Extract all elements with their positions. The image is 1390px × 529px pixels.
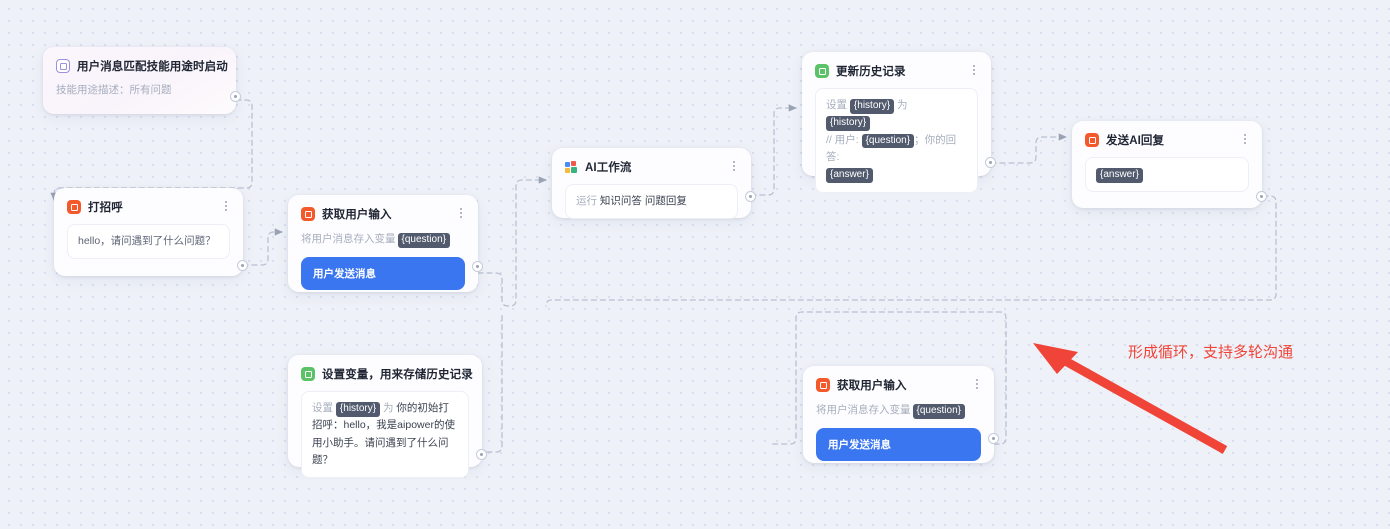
document-outline-icon [56,59,70,73]
node-send-ai-reply-title: 发送AI回复 [1106,135,1165,147]
edge-greeting-to-getinput1 [242,228,283,266]
edge-getinput1-to-aiflow [477,176,547,307]
node-trigger[interactable]: 用户消息匹配技能用途时启动 技能用途描述：所有问题 [43,47,241,114]
node-set-variable[interactable]: 设置变量，用来存储历史记录 设置 {history} 为 你的初始打招呼：hel… [288,355,487,479]
node-ai-workflow-menu-icon[interactable] [728,159,740,173]
uh-line1-suffix: 为 [896,99,908,111]
edge-updatehistory-to-sendreply [990,133,1067,164]
node-update-history-title: 更新历史记录 [836,66,906,78]
node-ai-workflow-header: AI工作流 [552,148,751,175]
node-greeting-body: hello，请问遇到了什么问题？ [54,215,243,260]
node-send-ai-reply-header: 发送AI回复 [1072,121,1262,148]
node-trigger-output-port[interactable] [230,91,241,102]
question-variable-tag: {question} [912,404,965,419]
node-get-user-input-1-title: 获取用户输入 [322,209,392,221]
node-greeting-output-port[interactable] [237,260,248,271]
node-trigger-body: 技能用途描述：所有问题 [43,74,236,99]
node-ai-workflow-run[interactable]: 运行 知识问答 问题回复 [565,184,738,220]
node-update-history-header: 更新历史记录 [802,52,991,79]
node-get-user-input-2[interactable]: 获取用户输入 将用户消息存入变量{question} 用户发送消息 [803,366,999,463]
variable-icon [301,367,315,381]
variable-icon [815,64,829,78]
history-variable-tag-2: {history} [826,116,871,131]
node-trigger-title: 用户消息匹配技能用途时启动 [77,61,228,73]
message-square-icon [1085,133,1099,147]
node-greeting-header: 打招呼 [54,188,243,215]
node-set-variable-header: 设置变量，用来存储历史记录 [288,355,482,382]
node-ai-workflow-body: 运行 知识问答 问题回复 [552,175,751,220]
set-value: 你的初始打招呼：hello，我是aipower的使用小助手。请问遇到了什么问题？ [312,402,455,466]
node-get-user-input-2-output-port[interactable] [988,433,999,444]
annotation-text: 形成循环，支持多轮沟通 [1128,343,1294,361]
question-variable-tag: {question} [397,233,450,248]
node-ai-workflow[interactable]: AI工作流 运行 知识问答 问题回复 [552,148,756,220]
node-set-variable-output-port[interactable] [476,449,487,460]
uh-line3-prefix: // 用户: [826,133,859,146]
input-icon [816,378,830,392]
run-workflow-name: 知识问答 问题回复 [599,195,687,207]
message-square-icon [67,200,81,214]
node-update-history-expression[interactable]: 设置 {history} 为 {history} // 用户: {questio… [815,88,978,193]
node-trigger-subtitle: 技能用途描述：所有问题 [56,84,172,96]
node-greeting-message[interactable]: hello，请问遇到了什么问题？ [67,224,230,260]
node-get-user-input-2-header: 获取用户输入 [803,366,994,393]
answer-variable-tag: {answer} [826,168,873,183]
node-get-user-input-2-body: 将用户消息存入变量{question} 用户发送消息 [803,393,994,461]
input-icon [301,207,315,221]
node-get-user-input-1-hint: 将用户消息存入变量{question} [301,231,465,250]
node-set-variable-expression[interactable]: 设置 {history} 为 你的初始打招呼：hello，我是aipower的使… [301,391,469,479]
node-get-user-input-1-output-port[interactable] [472,261,483,272]
history-variable-tag: {history} [335,402,381,417]
node-ai-workflow-output-port[interactable] [745,191,756,202]
hint-prefix: 将用户消息存入变量 [816,404,911,416]
node-trigger-header: 用户消息匹配技能用途时启动 [43,47,236,74]
edge-trigger-to-greeting [50,99,253,201]
history-variable-tag: {history} [849,99,895,114]
node-send-ai-reply-menu-icon[interactable] [1239,132,1251,146]
node-get-user-input-1-header: 获取用户输入 [288,195,478,222]
answer-variable-tag: {answer} [1096,168,1143,183]
edge-aiflow-to-updatehistory [750,104,797,196]
uh-line3-suffix: ；你的回答: [826,133,957,163]
node-get-user-input-1-button[interactable]: 用户发送消息 [301,256,465,290]
question-variable-tag: {question} [861,133,915,149]
node-get-user-input-1[interactable]: 获取用户输入 将用户消息存入变量{question} 用户发送消息 [288,195,483,292]
node-send-ai-reply-content[interactable]: {answer} [1085,157,1249,193]
node-set-variable-menu-icon[interactable] [459,366,471,380]
node-update-history-menu-icon[interactable] [968,63,980,77]
hint-prefix: 将用户消息存入变量 [301,233,396,245]
ai-workflow-icon [565,160,578,174]
node-send-ai-reply[interactable]: 发送AI回复 {answer} [1072,121,1267,208]
node-greeting-title: 打招呼 [88,202,123,214]
node-get-user-input-2-menu-icon[interactable] [971,377,983,391]
node-get-user-input-1-menu-icon[interactable] [455,206,467,220]
node-set-variable-body: 设置 {history} 为 你的初始打招呼：hello，我是aipower的使… [288,382,482,479]
node-greeting[interactable]: 打招呼 hello，请问遇到了什么问题？ [54,188,248,276]
node-get-user-input-2-hint: 将用户消息存入变量{question} [816,402,981,421]
node-set-variable-title: 设置变量，用来存储历史记录 [322,369,473,381]
node-update-history[interactable]: 更新历史记录 设置 {history} 为 {history} // 用户: {… [802,52,996,193]
node-update-history-body: 设置 {history} 为 {history} // 用户: {questio… [802,79,991,193]
node-get-user-input-2-button[interactable]: 用户发送消息 [816,427,981,461]
uh-line1-prefix: 设置 [826,99,847,111]
node-greeting-menu-icon[interactable] [220,199,232,213]
node-get-user-input-1-body: 将用户消息存入变量{question} 用户发送消息 [288,222,478,290]
run-prefix: 运行 [576,195,597,207]
set-mid: 为 [382,402,394,414]
node-send-ai-reply-body: {answer} [1072,148,1262,193]
node-send-ai-reply-output-port[interactable] [1256,191,1267,202]
node-update-history-output-port[interactable] [985,157,996,168]
node-ai-workflow-title: AI工作流 [585,162,632,174]
node-get-user-input-2-title: 获取用户输入 [837,380,907,392]
set-prefix: 设置 [312,402,333,414]
